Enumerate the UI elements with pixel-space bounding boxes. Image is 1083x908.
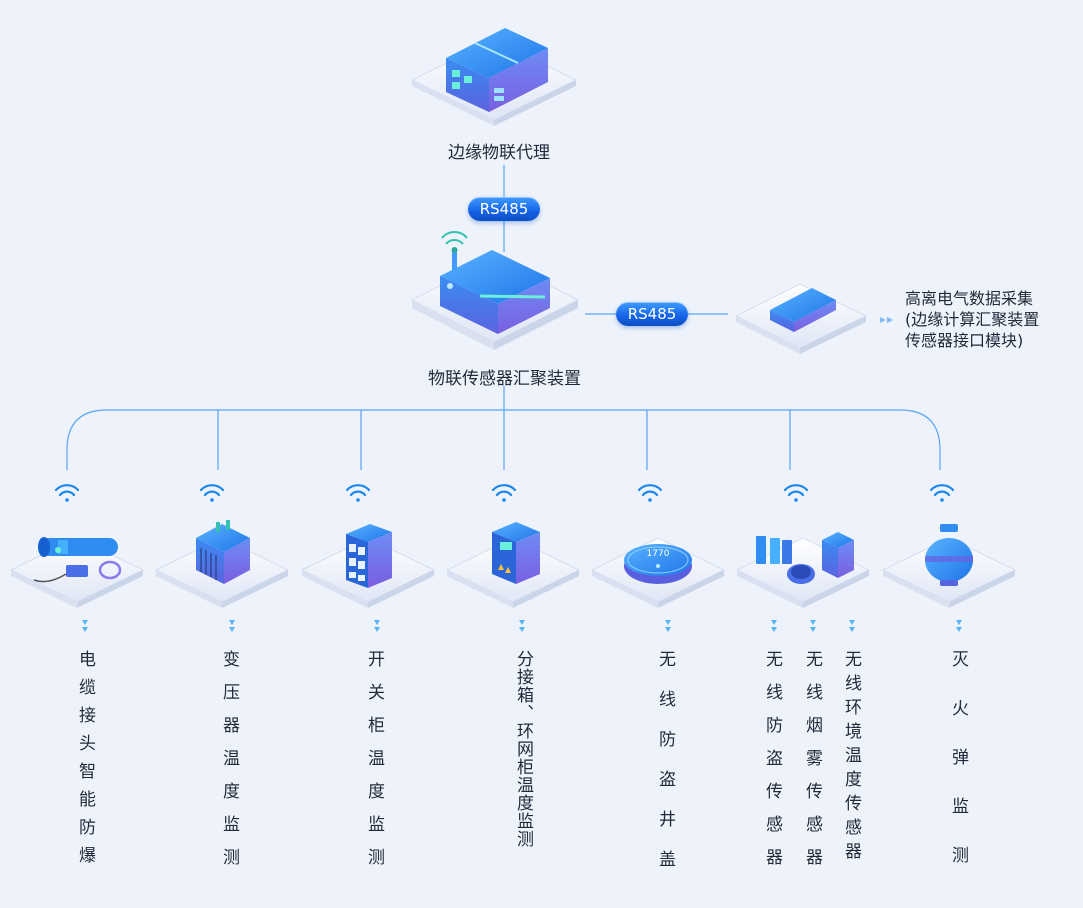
device-label-distribution-box: 分接箱、环网柜温度监测 xyxy=(513,650,533,848)
rs485-side-badge: RS485 xyxy=(616,302,688,326)
side-node-line: 高离电气数据采集 xyxy=(905,289,1034,308)
distribution-box-icon xyxy=(492,522,540,584)
device-label-fire-extinguisher: 灭火弹监测 xyxy=(948,650,968,895)
wifi-icon xyxy=(783,484,809,502)
side-node-line: (边缘计算汇聚装置 xyxy=(905,310,1040,329)
device-label-anti-theft-sensor: 无线防盗传感器 xyxy=(762,650,782,881)
wifi-icon xyxy=(491,484,517,502)
aggregation-device-icon xyxy=(410,231,580,350)
edge-proxy-label: 边缘物联代理 xyxy=(448,143,550,163)
device-label-smoke-sensor: 无线烟雾传感器 xyxy=(802,650,822,881)
device-label-env-temp-sensor: 无线环境温度传感器 xyxy=(841,650,861,866)
manhole-cover-icon: 1770 xyxy=(624,544,692,584)
switch-cabinet-icon xyxy=(346,524,392,588)
wifi-icon xyxy=(929,484,955,502)
device-label-transformer: 变压器温度监测 xyxy=(219,650,239,881)
device-label-manhole-cover: 无线防盗井盖 xyxy=(655,650,675,890)
down-arrows xyxy=(82,620,962,632)
wireless-sensors-icon xyxy=(756,532,854,584)
side-node-label: 高离电气数据采集 (边缘计算汇聚装置 传感器接口模块) xyxy=(905,288,1039,351)
hub-label: 物联传感器汇聚装置 xyxy=(428,369,581,389)
side-arrow-icon xyxy=(880,317,893,323)
edge-computing-module-icon xyxy=(734,283,868,354)
wifi-icon xyxy=(345,484,371,502)
transformer-icon xyxy=(196,520,250,584)
device-label-cable-joint: 电缆接头智能防爆 xyxy=(75,650,95,874)
device-label-switch-cabinet: 开关柜温度监测 xyxy=(364,650,384,881)
wifi-icon xyxy=(637,484,663,502)
side-node-line: 传感器接口模块) xyxy=(905,331,1024,350)
cable-joint-icon xyxy=(33,537,122,583)
manhole-display: 1770 xyxy=(647,549,670,559)
rs485-top-badge: RS485 xyxy=(468,197,540,221)
edge-proxy-icon xyxy=(410,28,578,126)
fire-extinguisher-icon xyxy=(925,524,973,586)
wifi-icon xyxy=(54,484,80,502)
wifi-icon xyxy=(199,484,225,502)
distribution-bus xyxy=(66,409,941,470)
